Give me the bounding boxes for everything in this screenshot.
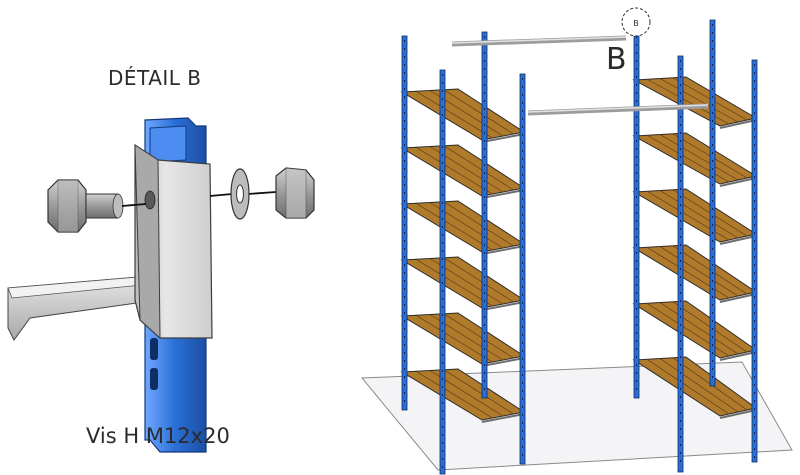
upright-post [751, 59, 758, 463]
shelf-board [632, 244, 758, 301]
shelf-plank-seam [443, 145, 514, 191]
shelf-board [632, 76, 758, 127]
shelf-front-beam [719, 235, 757, 245]
shelving-assembly-view: B [360, 7, 793, 475]
hex-nut-icon [275, 167, 315, 219]
shelf-front-beam [719, 293, 757, 303]
top-cross-bar-highlight [527, 104, 709, 113]
callout-circle-letter: B [633, 19, 639, 28]
shelf-plank-seam [659, 358, 739, 413]
detail-axis-line [121, 203, 147, 207]
upright-post [401, 35, 408, 411]
shelf-plank-seam [443, 257, 514, 303]
callout-letter: B [606, 42, 627, 77]
shelf-plank-seam [659, 134, 739, 181]
shelf-board [400, 256, 526, 309]
detail-upright-fold [149, 125, 187, 163]
shelf-plank-seam [443, 313, 514, 359]
shelf-front-beam [719, 351, 757, 361]
detail-axis-line [247, 191, 277, 195]
shelf-front-beam [481, 357, 525, 367]
upright-post [519, 73, 526, 465]
shelf-plank-seam [659, 302, 739, 355]
shelf-plank-seam [443, 201, 514, 247]
shelf-plank-seam [415, 90, 493, 139]
upright-post [677, 55, 684, 473]
shelf-plank-seam [646, 358, 730, 415]
detail-title: DÉTAIL B [108, 66, 202, 90]
shelf-front-beam [481, 413, 525, 423]
top-cross-bar [451, 35, 627, 47]
shelf-front-beam [481, 301, 525, 311]
shelf-front-beam [719, 119, 757, 129]
washer-icon [230, 168, 250, 220]
upright-post [439, 69, 446, 475]
shelf-plank-seam [659, 246, 739, 297]
shelf-board [400, 88, 526, 141]
shelf-plank-seam [415, 146, 493, 195]
shelf-front-beam [481, 133, 525, 143]
shelf-plank-seam [659, 190, 739, 239]
shelf-front-beam [719, 409, 757, 419]
detail-plate-hole [144, 190, 156, 210]
detail-upright-slot [150, 338, 158, 360]
detail-b-view [7, 117, 315, 453]
shelf-plank-seam [659, 78, 739, 123]
shelf-plank-seam [443, 369, 514, 415]
top-cross-bar [527, 103, 709, 116]
shelf-board [632, 300, 758, 359]
detail-callout-marker: B [621, 7, 651, 37]
detail-caption: Vis H M12x20 [86, 424, 230, 448]
hex-bolt-icon [47, 179, 124, 233]
detail-axis-line [209, 193, 233, 197]
shelf-board [632, 188, 758, 243]
shelf-board [632, 132, 758, 185]
shelf-plank-seam [415, 258, 493, 307]
shelf-board [400, 312, 526, 365]
detail-upright-slot [150, 368, 158, 390]
upright-post [481, 31, 488, 399]
shelf-plank-seam [443, 89, 514, 135]
top-cross-bar-highlight [451, 36, 627, 44]
shelf-front-beam [481, 245, 525, 255]
shelf-plank-seam [415, 202, 493, 251]
shelf-board [400, 200, 526, 253]
shelf-front-beam [719, 177, 757, 187]
shelf-board [400, 144, 526, 197]
shelf-front-beam [481, 189, 525, 199]
shelf-plank-seam [415, 314, 493, 363]
shelf-plank-seam [415, 370, 493, 419]
upright-post [709, 19, 716, 387]
